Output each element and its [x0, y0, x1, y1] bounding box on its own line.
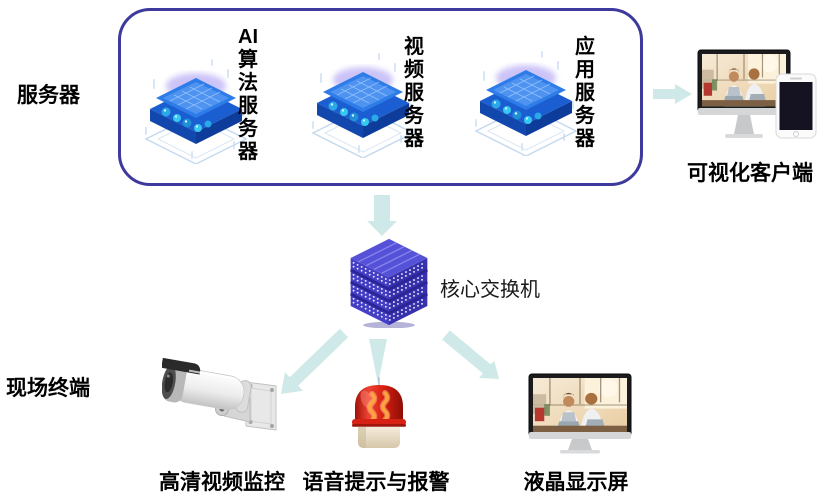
- alarm-siren-icon: [349, 377, 409, 451]
- application-server-icon: [470, 44, 582, 156]
- visual-client-label: 可视化客户端: [687, 162, 813, 185]
- arrow-switch-to-alarm: [369, 339, 387, 384]
- hd-camera-icon: [162, 352, 282, 452]
- server-zone-box: [118, 8, 643, 186]
- visual-client-icon: [694, 48, 820, 152]
- video-server-label: 视 频 服 务 器: [404, 36, 424, 150]
- lcd-display-icon: [527, 370, 633, 456]
- hd-camera-label: 高清视频监控: [159, 471, 285, 494]
- arrow-switch-to-camera: [281, 328, 349, 394]
- core-switch-label: 核心交换机: [440, 279, 540, 301]
- field-zone-label: 现场终端: [6, 377, 90, 400]
- server-zone-label: 服务器: [17, 84, 80, 107]
- lcd-display-label: 液晶显示屏: [523, 471, 629, 494]
- ai-algorithm-server-label: AI 算 法 服 务 器: [238, 26, 258, 163]
- arrow-box-to-switch: [367, 195, 397, 236]
- core-switch-icon: [346, 236, 432, 328]
- arrow-switch-to-display: [442, 330, 499, 379]
- arrow-box-to-client: [653, 84, 692, 104]
- alarm-label: 语音提示与报警: [302, 471, 450, 494]
- application-server-label: 应 用 服 务 器: [575, 36, 595, 150]
